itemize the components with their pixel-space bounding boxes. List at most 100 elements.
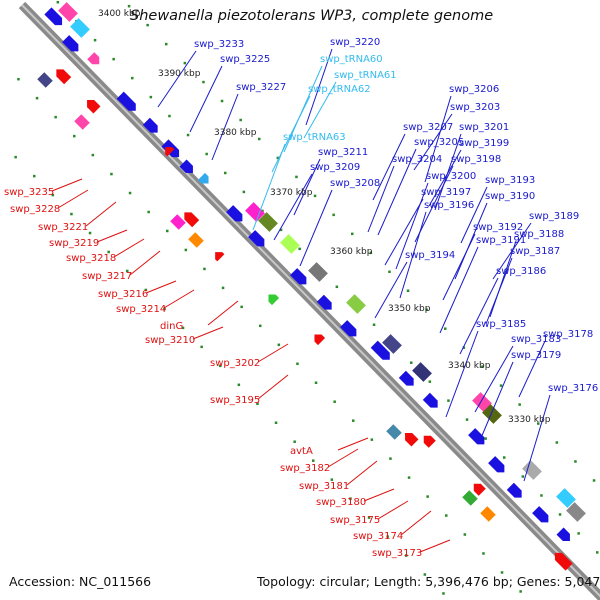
forward-gene-label: swp_tRNA60 bbox=[320, 54, 383, 65]
reverse-dots-inner bbox=[296, 362, 299, 366]
reverse-dots-inner bbox=[407, 476, 411, 479]
reverse-gene-label: swp_3174 bbox=[353, 531, 403, 542]
forward-gene-label: swp_3205 bbox=[414, 137, 464, 148]
reverse-gene-label: swp_3173 bbox=[372, 548, 422, 559]
reverse-dots-outer bbox=[442, 592, 445, 595]
reverse-dots-inner bbox=[389, 457, 392, 460]
forward-gene-label: swp_tRNA62 bbox=[308, 84, 371, 95]
reverse-dots-inner bbox=[147, 210, 150, 214]
forward-dots-inner bbox=[521, 475, 525, 478]
genome-title: Shewanella piezotolerans WP3, complete g… bbox=[130, 8, 494, 24]
forward-dots-outer bbox=[183, 61, 187, 65]
forward-gene-label: swp_3190 bbox=[485, 191, 535, 202]
forward-gene bbox=[340, 320, 357, 337]
forward-leader bbox=[439, 246, 479, 334]
reverse-leader bbox=[377, 500, 409, 520]
reverse-dots-inner bbox=[184, 248, 188, 252]
forward-gene-label: swp_3199 bbox=[459, 138, 509, 149]
forward-dots-outer bbox=[444, 327, 447, 330]
reverse-leader bbox=[57, 189, 89, 209]
reverse-gene-label: swp_3181 bbox=[299, 481, 349, 492]
reverse-dots-inner bbox=[203, 267, 206, 271]
forward-gene-box bbox=[346, 294, 366, 314]
forward-gene-box bbox=[258, 212, 278, 232]
forward-dots-outer bbox=[425, 308, 428, 311]
reverse-dots-outer bbox=[144, 288, 148, 292]
reverse-dots-outer bbox=[88, 231, 92, 235]
reverse-dots-inner bbox=[277, 343, 281, 347]
forward-gene-label: swp_3225 bbox=[220, 54, 270, 65]
reverse-dots-inner bbox=[73, 134, 76, 138]
accession-text: Accession: NC_011566 bbox=[9, 574, 152, 589]
scale-tick-label: 3340 kbp bbox=[448, 361, 491, 371]
forward-gene-box bbox=[412, 362, 432, 382]
forward-dots-outer bbox=[202, 80, 205, 84]
reverse-dots-inner bbox=[333, 400, 336, 403]
label-leader-lines bbox=[51, 48, 551, 553]
forward-dots-inner bbox=[335, 285, 339, 289]
forward-dots-inner bbox=[372, 323, 376, 326]
reverse-dots-outer bbox=[163, 307, 166, 311]
reverse-dots-outer bbox=[126, 269, 129, 273]
reverse-gene-box bbox=[37, 72, 53, 88]
forward-leader bbox=[485, 257, 513, 325]
forward-gene-label: swp_3183 bbox=[511, 334, 561, 345]
forward-gene bbox=[142, 117, 158, 133]
reverse-dots-outer bbox=[312, 459, 315, 462]
reverse-gene-label: swp_3202 bbox=[210, 358, 260, 369]
forward-gene-label: swp_3188 bbox=[514, 229, 564, 240]
reverse-gene-label: swp_3218 bbox=[66, 253, 116, 264]
forward-gene-label: swp_3197 bbox=[421, 187, 471, 198]
reverse-gene-label: avtA bbox=[290, 446, 313, 457]
forward-leader bbox=[384, 198, 424, 266]
forward-dots-inner bbox=[279, 228, 283, 232]
forward-leader bbox=[377, 148, 417, 236]
forward-gene bbox=[468, 428, 485, 445]
forward-gene bbox=[290, 268, 307, 285]
reverse-leader bbox=[51, 178, 83, 192]
forward-gene-box bbox=[280, 234, 300, 254]
forward-leader bbox=[428, 149, 462, 207]
scale-tick-label: 3360 kbp bbox=[330, 247, 373, 257]
forward-leader bbox=[305, 48, 333, 126]
forward-dots-inner bbox=[410, 361, 413, 364]
scale-tick-label: 3350 kbp bbox=[388, 304, 431, 314]
reverse-dots-outer bbox=[51, 193, 55, 197]
reverse-dots-inner bbox=[500, 571, 504, 574]
forward-dots-inner bbox=[503, 456, 506, 459]
forward-gene-label: swp_3227 bbox=[236, 82, 286, 93]
reverse-gene bbox=[184, 212, 200, 228]
forward-dots-outer bbox=[313, 194, 317, 198]
forward-leader bbox=[303, 81, 337, 139]
reverse-dots-outer bbox=[256, 402, 259, 406]
forward-gene-label: swp_3206 bbox=[449, 84, 499, 95]
forward-gene-label: swp_3187 bbox=[510, 246, 560, 257]
forward-dots-outer bbox=[127, 4, 131, 8]
reverse-dots-outer bbox=[367, 516, 371, 519]
forward-dots-outer bbox=[537, 422, 540, 425]
forward-gene-box bbox=[482, 404, 502, 424]
reverse-gene bbox=[314, 334, 326, 346]
forward-gene bbox=[316, 294, 332, 310]
forward-dots-outer bbox=[295, 175, 298, 179]
reverse-dots-outer bbox=[274, 421, 278, 424]
genome-backbone bbox=[18, 1, 600, 600]
reverse-dots-inner bbox=[482, 552, 485, 555]
forward-dots-inner bbox=[93, 38, 97, 42]
forward-gene-label: swp_3196 bbox=[424, 200, 474, 211]
forward-leader bbox=[445, 330, 479, 418]
reverse-gene-label: swp_3216 bbox=[98, 289, 148, 300]
reverse-dots-inner bbox=[128, 191, 132, 195]
reverse-gene-label: swp_3175 bbox=[330, 515, 380, 526]
reverse-leader bbox=[346, 460, 378, 486]
forward-gene bbox=[226, 205, 243, 222]
forward-gene bbox=[179, 159, 193, 173]
forward-dots-inner bbox=[540, 494, 543, 497]
reverse-dots-inner bbox=[352, 419, 355, 422]
forward-gene-label: swp_3194 bbox=[405, 250, 455, 261]
reverse-dots-inner bbox=[91, 153, 95, 157]
forward-gene bbox=[248, 230, 265, 247]
forward-leader bbox=[523, 394, 551, 482]
reverse-leader bbox=[163, 289, 195, 309]
forward-gene-box bbox=[522, 460, 542, 480]
